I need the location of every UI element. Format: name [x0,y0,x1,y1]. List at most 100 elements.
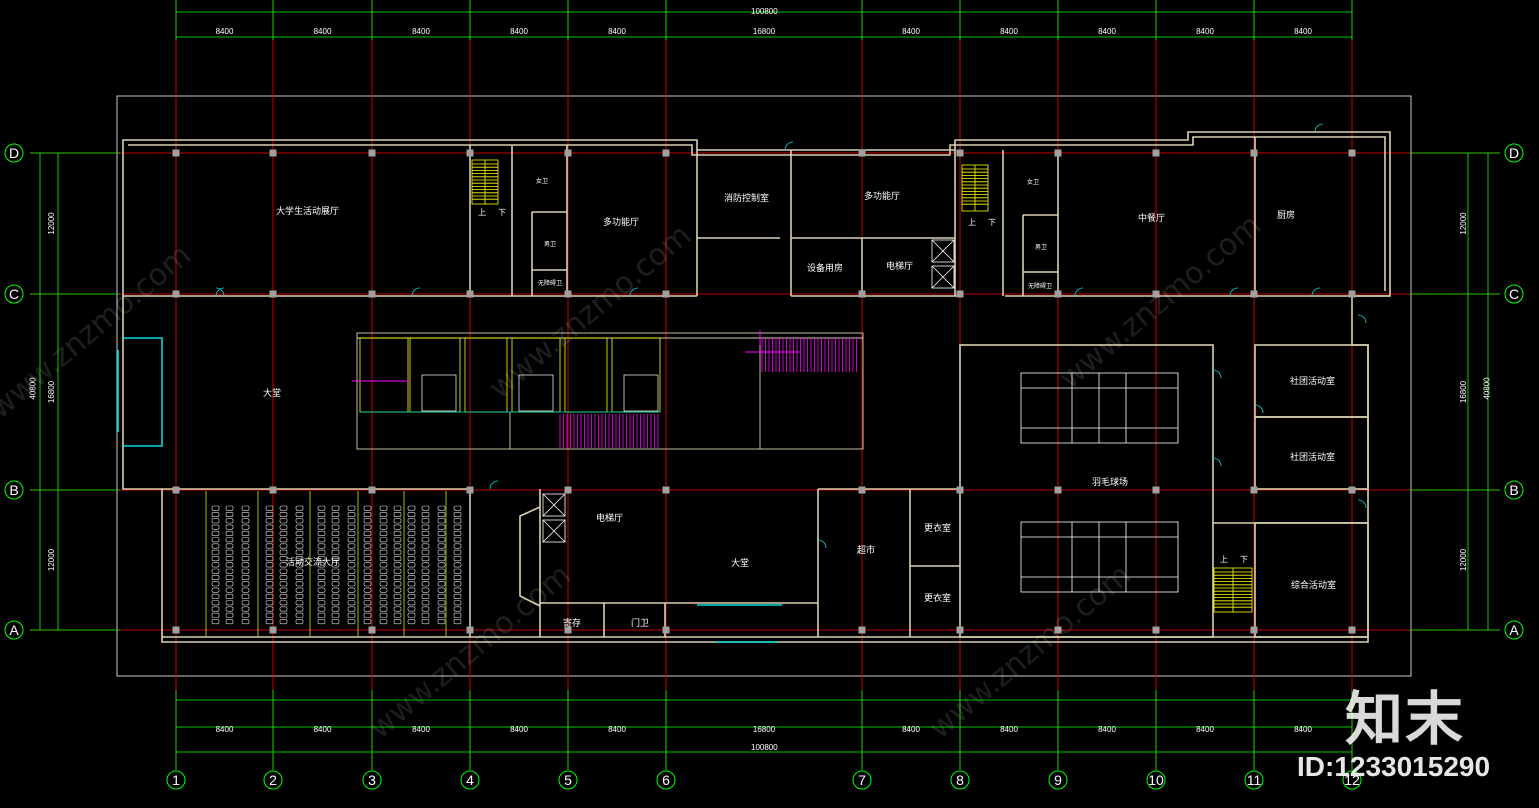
row-dim-right: 12000 [1459,212,1468,235]
column-marker [662,626,670,634]
column-marker [1348,290,1356,298]
room-multi-hall-2: 多功能厅 [864,192,901,202]
axis-bubble [656,770,676,790]
column-marker [858,626,866,634]
row-axis-label: D [1509,145,1519,161]
escalator-symbols [421,374,659,412]
bay-dim-top: 8400 [216,27,234,36]
column-marker [172,290,180,298]
column-axis-label: 1 [172,772,180,788]
column-marker [956,149,964,157]
bay-dim-top: 8400 [902,27,920,36]
room-club-1: 社团活动室 [1290,377,1336,387]
room-elevator-hall-bottom: 电梯厅 [596,514,624,524]
room-storage: 寄存 [563,619,582,629]
watermark-brand: 知末 [1345,685,1466,753]
axis-bubble [4,284,24,304]
column-axis-label: 5 [564,772,572,788]
column-marker [662,486,670,494]
stair-up-label-1: 上 [478,208,486,217]
column-axis-label: 12 [1344,772,1360,788]
overall-height-left: 40800 [28,377,38,400]
column-marker [269,486,277,494]
row-axis-label: C [1509,286,1519,302]
structural-columns [172,149,1356,634]
ramps [559,338,857,448]
badminton-courts [1020,372,1179,593]
site-boundary [116,95,1412,677]
dimension-lines [30,0,1500,770]
column-axis-label: 3 [368,772,376,788]
watermark-id: ID:1233015290 [1297,751,1491,782]
axis-bubble [1048,770,1068,790]
column-marker [662,149,670,157]
room-lobby-south: 大堂 [731,559,750,569]
axis-bubble [362,770,382,790]
row-dim-right: 12000 [1459,548,1468,571]
room-badminton: 羽毛球场 [1092,478,1129,488]
column-axis-label: 9 [1054,772,1062,788]
row-dim-left: 12000 [47,548,56,571]
column-marker [1250,290,1258,298]
column-marker [1054,290,1062,298]
axis-bubble [558,770,578,790]
axis-bubble [950,770,970,790]
doors [117,123,1367,643]
row-axis-label: D [9,145,19,161]
walls [122,131,1391,643]
atrium-outline [356,332,864,450]
column-marker [368,149,376,157]
ramp-arrows [352,330,800,382]
column-marker [269,149,277,157]
bay-dim-top: 8400 [510,27,528,36]
column-marker [1348,486,1356,494]
column-marker [269,626,277,634]
row-dim-right: 16800 [1459,380,1468,403]
axis-bubble [4,620,24,640]
column-marker [1348,626,1356,634]
bay-dim-bottom: 8400 [1000,725,1018,734]
axis-bubble [1244,770,1264,790]
room-multi-hall-1: 多功能厅 [603,218,640,228]
column-marker [172,486,180,494]
bay-dim-top: 8400 [1098,27,1116,36]
room-fire-control: 消防控制室 [724,194,770,204]
column-marker [1152,626,1160,634]
bay-dim-bottom: 16800 [753,725,776,734]
svg-text:www.znzmo.com: www.znzmo.com [483,218,698,407]
column-marker [858,486,866,494]
axis-bubble [166,770,186,790]
room-locker-2: 更衣室 [924,594,952,604]
column-marker [956,486,964,494]
room-accessible-wc-1: 无障碍卫 [538,280,563,287]
room-locker-1: 更衣室 [924,524,952,534]
bay-dim-bottom: 8400 [1098,725,1116,734]
bay-dim-top: 8400 [1294,27,1312,36]
bay-dim-bottom: 8400 [412,725,430,734]
column-marker [172,149,180,157]
stair-down-label-1: 下 [498,208,506,217]
column-marker [1152,290,1160,298]
svg-text:www.znzmo.com: www.znzmo.com [923,558,1138,747]
room-student-hall: 大学生活动展厅 [276,207,340,217]
axis-bubble [1504,284,1524,304]
column-marker [956,626,964,634]
column-axis-label: 2 [269,772,277,788]
room-lobby-west: 大堂 [263,389,282,399]
room-women-wc-1: 女卫 [536,178,549,185]
bay-dim-bottom: 8400 [902,725,920,734]
column-marker [1152,486,1160,494]
room-club-2: 社团活动室 [1290,453,1336,463]
axis-bubble [460,770,480,790]
svg-text:www.znzmo.com: www.znzmo.com [1053,208,1268,397]
bay-dim-bottom: 8400 [1294,725,1312,734]
column-marker [1152,149,1160,157]
column-marker [172,626,180,634]
column-marker [662,290,670,298]
room-accessible-wc-2: 无障碍卫 [1028,283,1053,290]
column-marker [466,486,474,494]
row-axis-label: A [9,622,19,638]
column-marker [1250,486,1258,494]
stairs [471,159,1253,613]
